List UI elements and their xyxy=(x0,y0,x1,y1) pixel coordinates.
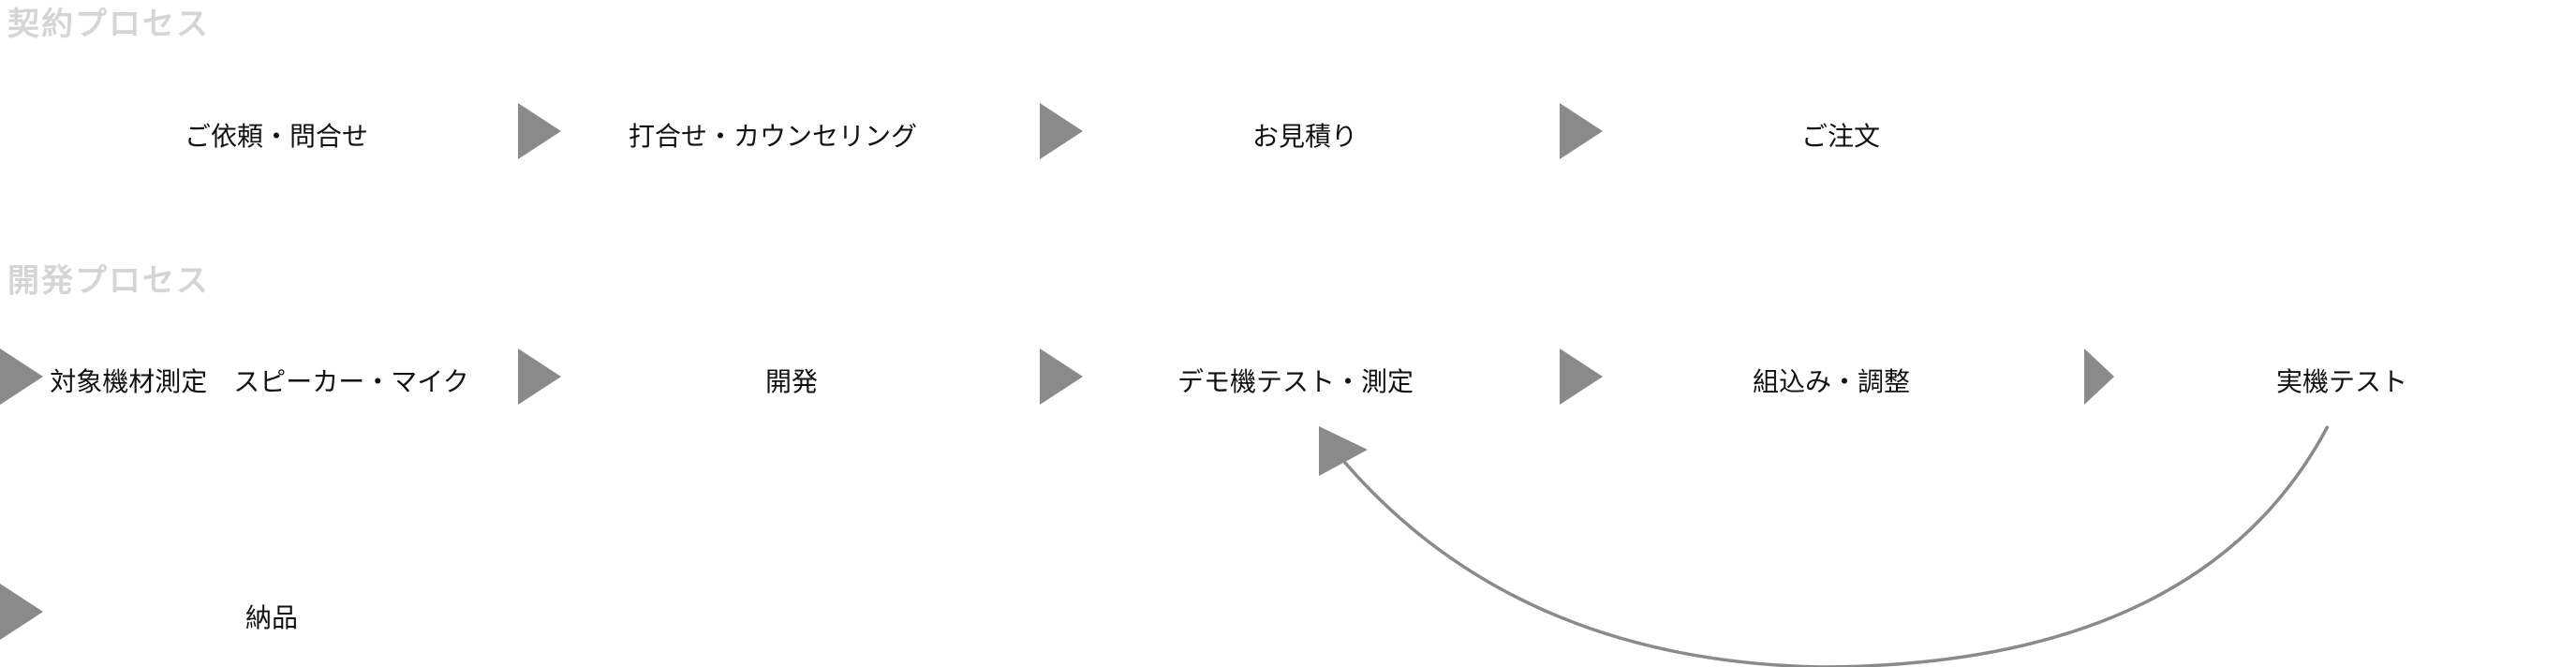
contract-process-title: 契約プロセス xyxy=(7,6,210,43)
flow-arrow-icon xyxy=(2084,348,2114,405)
step-counseling: 打合せ・カウンセリング xyxy=(628,121,918,152)
flow-arrow-icon xyxy=(0,584,43,640)
flow-arrow-icon xyxy=(1560,103,1603,159)
step-development: 開発 xyxy=(764,366,819,397)
flow-arrow-icon xyxy=(1040,348,1083,405)
flow-arrow-icon xyxy=(0,348,43,405)
flow-arrow-icon xyxy=(518,348,561,405)
feedback-arrowhead-icon xyxy=(1319,426,1368,476)
step-integration: 組込み・調整 xyxy=(1752,366,1911,397)
feedback-loop-curve xyxy=(1338,425,2330,667)
step-measurement: 対象機材測定 スピーカー・マイク xyxy=(50,366,469,397)
step-delivery: 納品 xyxy=(244,602,299,633)
flow-arrow-icon xyxy=(1040,103,1083,159)
step-actual-test: 実機テスト xyxy=(2275,366,2408,397)
step-inquiry: ご依頼・問合せ xyxy=(184,121,369,152)
step-order: ご注文 xyxy=(1800,121,1881,152)
flow-arrow-icon xyxy=(1560,348,1603,405)
development-process-title: 開発プロセス xyxy=(7,262,210,300)
step-estimate: お見積り xyxy=(1251,121,1358,152)
step-demo-test: デモ機テスト・測定 xyxy=(1177,366,1414,397)
flow-arrow-icon xyxy=(518,103,561,159)
